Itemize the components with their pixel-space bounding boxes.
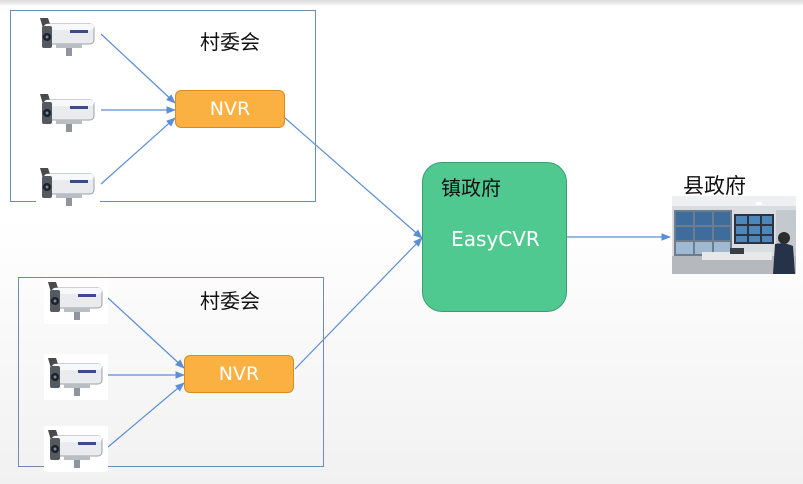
town-platform-box: 镇政府 EasyCVR xyxy=(422,162,567,312)
camera-icon xyxy=(44,426,108,472)
village-label-1: 村委会 xyxy=(200,30,260,54)
link-cam3-nvr1 xyxy=(100,117,176,185)
link-nvr2-hub xyxy=(294,237,423,370)
nvr-box-2: NVR xyxy=(184,355,294,393)
link-nvr1-hub xyxy=(284,117,423,239)
camera-icon xyxy=(36,164,100,210)
platform-name: EasyCVR xyxy=(451,227,540,251)
camera-icon xyxy=(44,354,108,400)
village-group-1 xyxy=(10,10,316,202)
monitoring-room-photo xyxy=(672,196,796,274)
camera-icon xyxy=(36,90,100,136)
town-title: 镇政府 xyxy=(441,176,501,200)
camera-icon xyxy=(36,14,100,60)
link-cam4-nvr2 xyxy=(107,297,185,369)
link-cam6-nvr2 xyxy=(107,382,185,448)
nvr-box-1: NVR xyxy=(175,90,285,128)
county-title: 县政府 xyxy=(683,174,746,198)
village-group-2 xyxy=(18,277,324,467)
village-label-2: 村委会 xyxy=(200,289,260,313)
top-bar xyxy=(0,0,803,5)
link-cam1-nvr1 xyxy=(100,33,176,104)
camera-icon xyxy=(44,278,108,324)
